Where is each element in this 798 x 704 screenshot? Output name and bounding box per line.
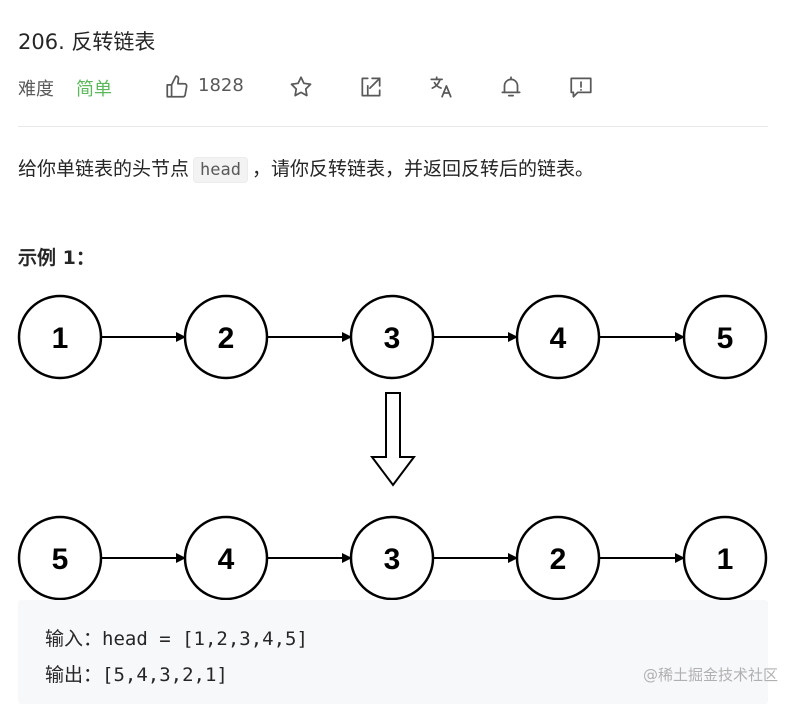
before-node-label: 4 xyxy=(550,322,567,355)
before-node xyxy=(349,294,435,380)
after-node xyxy=(183,515,269,600)
after-node xyxy=(515,515,601,600)
head-code: head xyxy=(193,157,248,183)
after-node-label: 2 xyxy=(550,543,567,576)
input-label: 输入： xyxy=(45,628,103,650)
before-node xyxy=(17,294,103,380)
before-node-label: 5 xyxy=(717,322,734,355)
input-value: head = [1,2,3,4,5] xyxy=(102,628,308,650)
before-node-label: 2 xyxy=(218,322,235,355)
output-label: 输出： xyxy=(45,664,103,686)
list-before-row: 1 2 3 4 5 xyxy=(17,294,768,380)
header-divider xyxy=(18,126,768,127)
linked-list-diagram: 1 2 3 4 5 5 4 3 2 1 xyxy=(17,294,768,600)
output-value: [5,4,3,2,1] xyxy=(102,664,228,686)
after-node-label: 1 xyxy=(717,543,734,576)
input-line: 输入：head = [1,2,3,4,5] xyxy=(45,624,308,651)
description-text-before: 给你单链表的头节点 xyxy=(18,158,190,180)
problem-title: 206. 反转链表 xyxy=(18,30,156,54)
like-count: 1828 xyxy=(198,75,244,96)
thumbs-up-icon[interactable] xyxy=(164,74,190,100)
output-line: 输出：[5,4,3,2,1] xyxy=(45,660,228,687)
after-node xyxy=(682,515,768,600)
share-icon[interactable] xyxy=(358,74,384,100)
transform-arrow xyxy=(370,392,416,487)
watermark: @稀土掘金技术社区 xyxy=(642,666,778,684)
translate-icon[interactable] xyxy=(428,74,454,100)
before-node xyxy=(515,294,601,380)
bell-icon[interactable] xyxy=(498,74,524,100)
example-io-box: 输入：head = [1,2,3,4,5] 输出：[5,4,3,2,1] xyxy=(18,600,768,704)
after-node xyxy=(349,515,435,600)
after-node-label: 4 xyxy=(218,543,235,576)
after-node-label: 5 xyxy=(52,543,69,576)
before-node-label: 1 xyxy=(52,322,69,355)
difficulty-label: 难度 xyxy=(18,79,54,100)
after-node-label: 3 xyxy=(384,543,401,576)
after-node xyxy=(17,515,103,600)
before-node xyxy=(682,294,768,380)
before-node xyxy=(183,294,269,380)
difficulty-badge: 简单 xyxy=(76,79,112,100)
before-node-label: 3 xyxy=(384,322,401,355)
feedback-icon[interactable] xyxy=(568,74,594,100)
example-title: 示例 1： xyxy=(18,247,95,269)
problem-meta-bar: 难度 简单 1828 xyxy=(18,70,778,104)
star-icon[interactable] xyxy=(288,74,314,100)
list-after-row: 5 4 3 2 1 xyxy=(17,515,768,600)
description-text-after: ，请你反转链表，并返回反转后的链表。 xyxy=(251,158,594,180)
